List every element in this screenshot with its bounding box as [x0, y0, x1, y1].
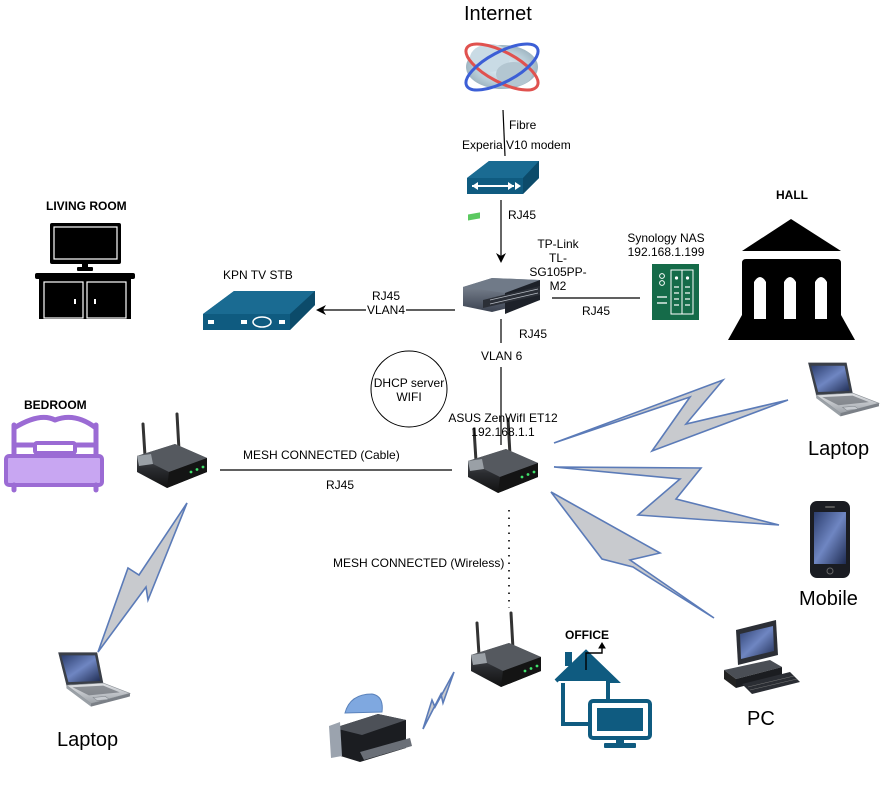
- office-router-icon: [469, 611, 543, 689]
- room-label-living-room: LIVING ROOM: [46, 199, 127, 213]
- dhcp-label-line: DHCP server: [373, 376, 445, 390]
- modem-icon: [467, 161, 539, 194]
- mobile-label: Mobile: [799, 588, 858, 610]
- link-label-modem-switch: RJ45: [508, 208, 537, 222]
- main-router-name: ASUS ZenWifI ET12: [448, 411, 558, 425]
- link-label-switch-stb: RJ45: [372, 289, 401, 303]
- link-label-vlan4: VLAN4: [366, 303, 407, 317]
- modem-label: Experia V10 modem: [462, 138, 571, 152]
- dhcp-server-circle: [370, 350, 448, 428]
- pc-label: PC: [747, 708, 775, 730]
- hall-building-icon: [728, 219, 855, 340]
- set-top-box-icon: [203, 291, 315, 330]
- internet-cloud-icon: [464, 42, 540, 92]
- link-label-switch-router: RJ45: [519, 327, 548, 341]
- switch-label: TP-Link TL- SG105PP- M2: [520, 237, 596, 293]
- wireless-link-laptop-bedroom: [97, 502, 188, 653]
- nas-label-ip: 192.168.1.199: [627, 245, 705, 259]
- nas-label-name: Synology NAS: [627, 231, 705, 245]
- desktop-pc-icon: [724, 620, 800, 694]
- switch-label-line: TL-: [549, 251, 567, 265]
- wireless-link-pc: [550, 491, 715, 619]
- link-label-mesh-wireless: MESH CONNECTED (Wireless): [333, 556, 505, 570]
- dhcp-label-line: WIFI: [396, 390, 422, 404]
- link-label-mesh-cable-rj45: RJ45: [326, 478, 355, 492]
- laptop-bedroom-icon: [57, 651, 131, 708]
- laptop-hall-label: Laptop: [808, 438, 870, 460]
- stb-label: KPN TV STB: [223, 268, 293, 282]
- laptop-bedroom-label: Laptop: [57, 729, 119, 751]
- link-label-switch-nas: RJ45: [582, 304, 611, 318]
- switch-icon: [463, 212, 540, 314]
- main-router-ip: 192.168.1.1: [471, 425, 535, 439]
- wireless-link-printer: [422, 671, 455, 730]
- room-label-hall: HALL: [776, 188, 808, 202]
- switch-label-line: SG105PP-: [529, 265, 587, 279]
- mobile-phone-icon: [810, 501, 850, 578]
- link-internet-modem: [502, 109, 506, 157]
- dhcp-label: DHCP server WIFI: [371, 376, 447, 404]
- home-office-icon: [554, 642, 652, 748]
- link-label-vlan6: VLAN 6: [481, 349, 523, 363]
- wireless-link-mobile: [553, 466, 780, 526]
- room-label-office: OFFICE: [565, 628, 609, 642]
- bed-icon: [4, 414, 104, 493]
- wireless-link-laptop-hall: [553, 378, 789, 453]
- printer-icon: [329, 693, 412, 762]
- nas-label: Synology NAS 192.168.1.199: [618, 231, 714, 259]
- bedroom-router-icon: [135, 412, 209, 490]
- switch-label-line: M2: [549, 279, 567, 293]
- laptop-hall-icon: [807, 362, 880, 417]
- link-label-mesh-cable: MESH CONNECTED (Cable): [243, 448, 400, 462]
- internet-label: Internet: [464, 3, 532, 25]
- link-label-fibre: Fibre: [509, 118, 537, 132]
- nas-icon: [652, 264, 699, 320]
- tv-cabinet-icon: [35, 223, 135, 319]
- main-router-label: ASUS ZenWifI ET12 192.168.1.1: [443, 411, 563, 439]
- room-label-bedroom: BEDROOM: [24, 398, 87, 412]
- switch-label-line: TP-Link: [537, 237, 579, 251]
